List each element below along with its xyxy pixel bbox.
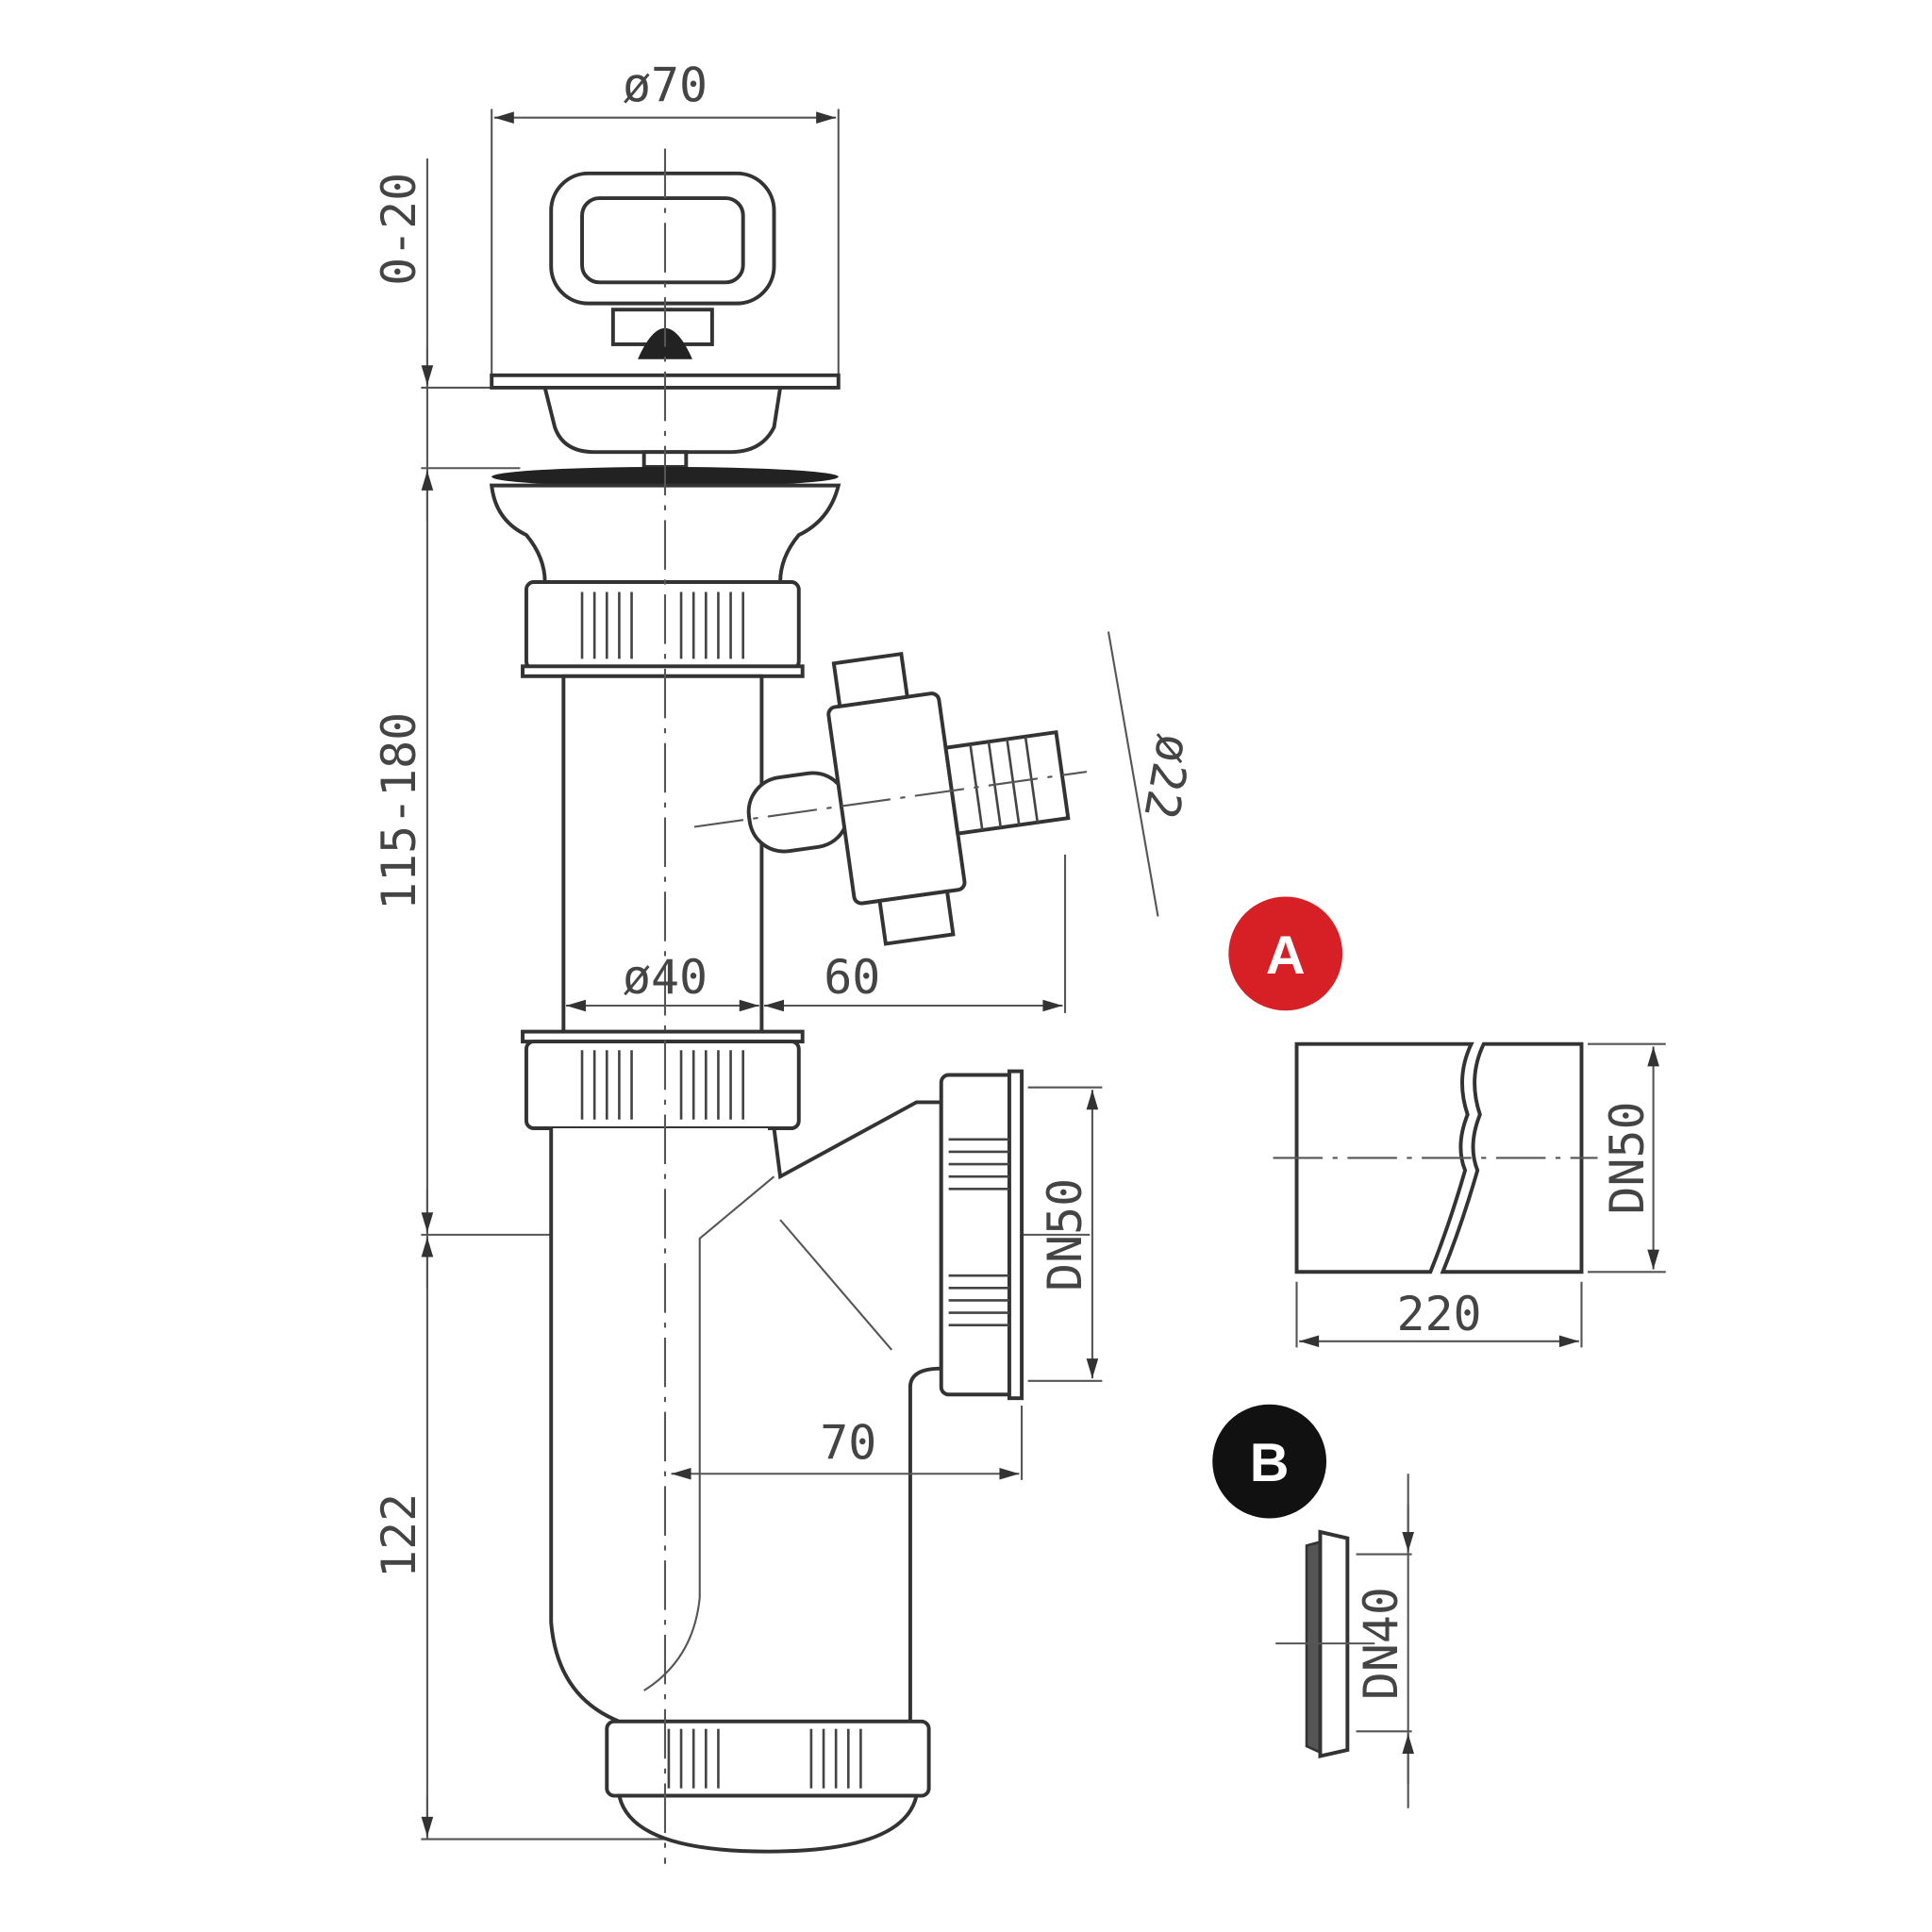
sink-plug: [490, 171, 841, 469]
side-inlet-diameter-label: ø22: [1133, 730, 1202, 824]
detail-a-extension-pipe: A DN50 220: [1228, 896, 1666, 1348]
bottom-height-label: 122: [372, 1493, 426, 1578]
detail-b-badge-label: B: [1250, 1433, 1290, 1493]
outlet-offset-dimension: 70: [671, 1406, 1024, 1480]
pipe-diameter-label: ø40: [623, 950, 708, 1005]
detail-b-badge: [1212, 1404, 1327, 1519]
side-inlet-hose-barb: [693, 651, 1088, 946]
detail-b-gasket: B DN40: [1212, 1404, 1414, 1808]
detail-a-size-label: DN50: [1600, 1101, 1655, 1214]
outlet-size-dimension: DN50: [1027, 1086, 1103, 1382]
top-diameter-label: ø70: [623, 58, 708, 113]
detail-b-size-label: DN40: [1354, 1587, 1408, 1700]
detail-a-badge-label: A: [1266, 925, 1306, 986]
outlet-offset-label: 70: [820, 1416, 876, 1471]
top-diameter-dimension: ø70: [491, 58, 840, 378]
detail-a-length-label: 220: [1396, 1287, 1481, 1341]
trap-body: [489, 148, 1024, 1864]
side-inlet-diameter-dimension: ø22: [1107, 631, 1202, 917]
side-inlet-offset-label: 60: [824, 950, 880, 1005]
detail-a-badge: [1228, 896, 1343, 1011]
body-height-label: 115-180: [372, 712, 426, 910]
plug-height-label: 0-20: [372, 173, 426, 286]
pipe-diameter-dimension: ø40 60: [565, 854, 1067, 1013]
height-dimension: 0-20 115-180 122: [372, 158, 1091, 1840]
outlet-size-label: DN50: [1038, 1178, 1092, 1291]
